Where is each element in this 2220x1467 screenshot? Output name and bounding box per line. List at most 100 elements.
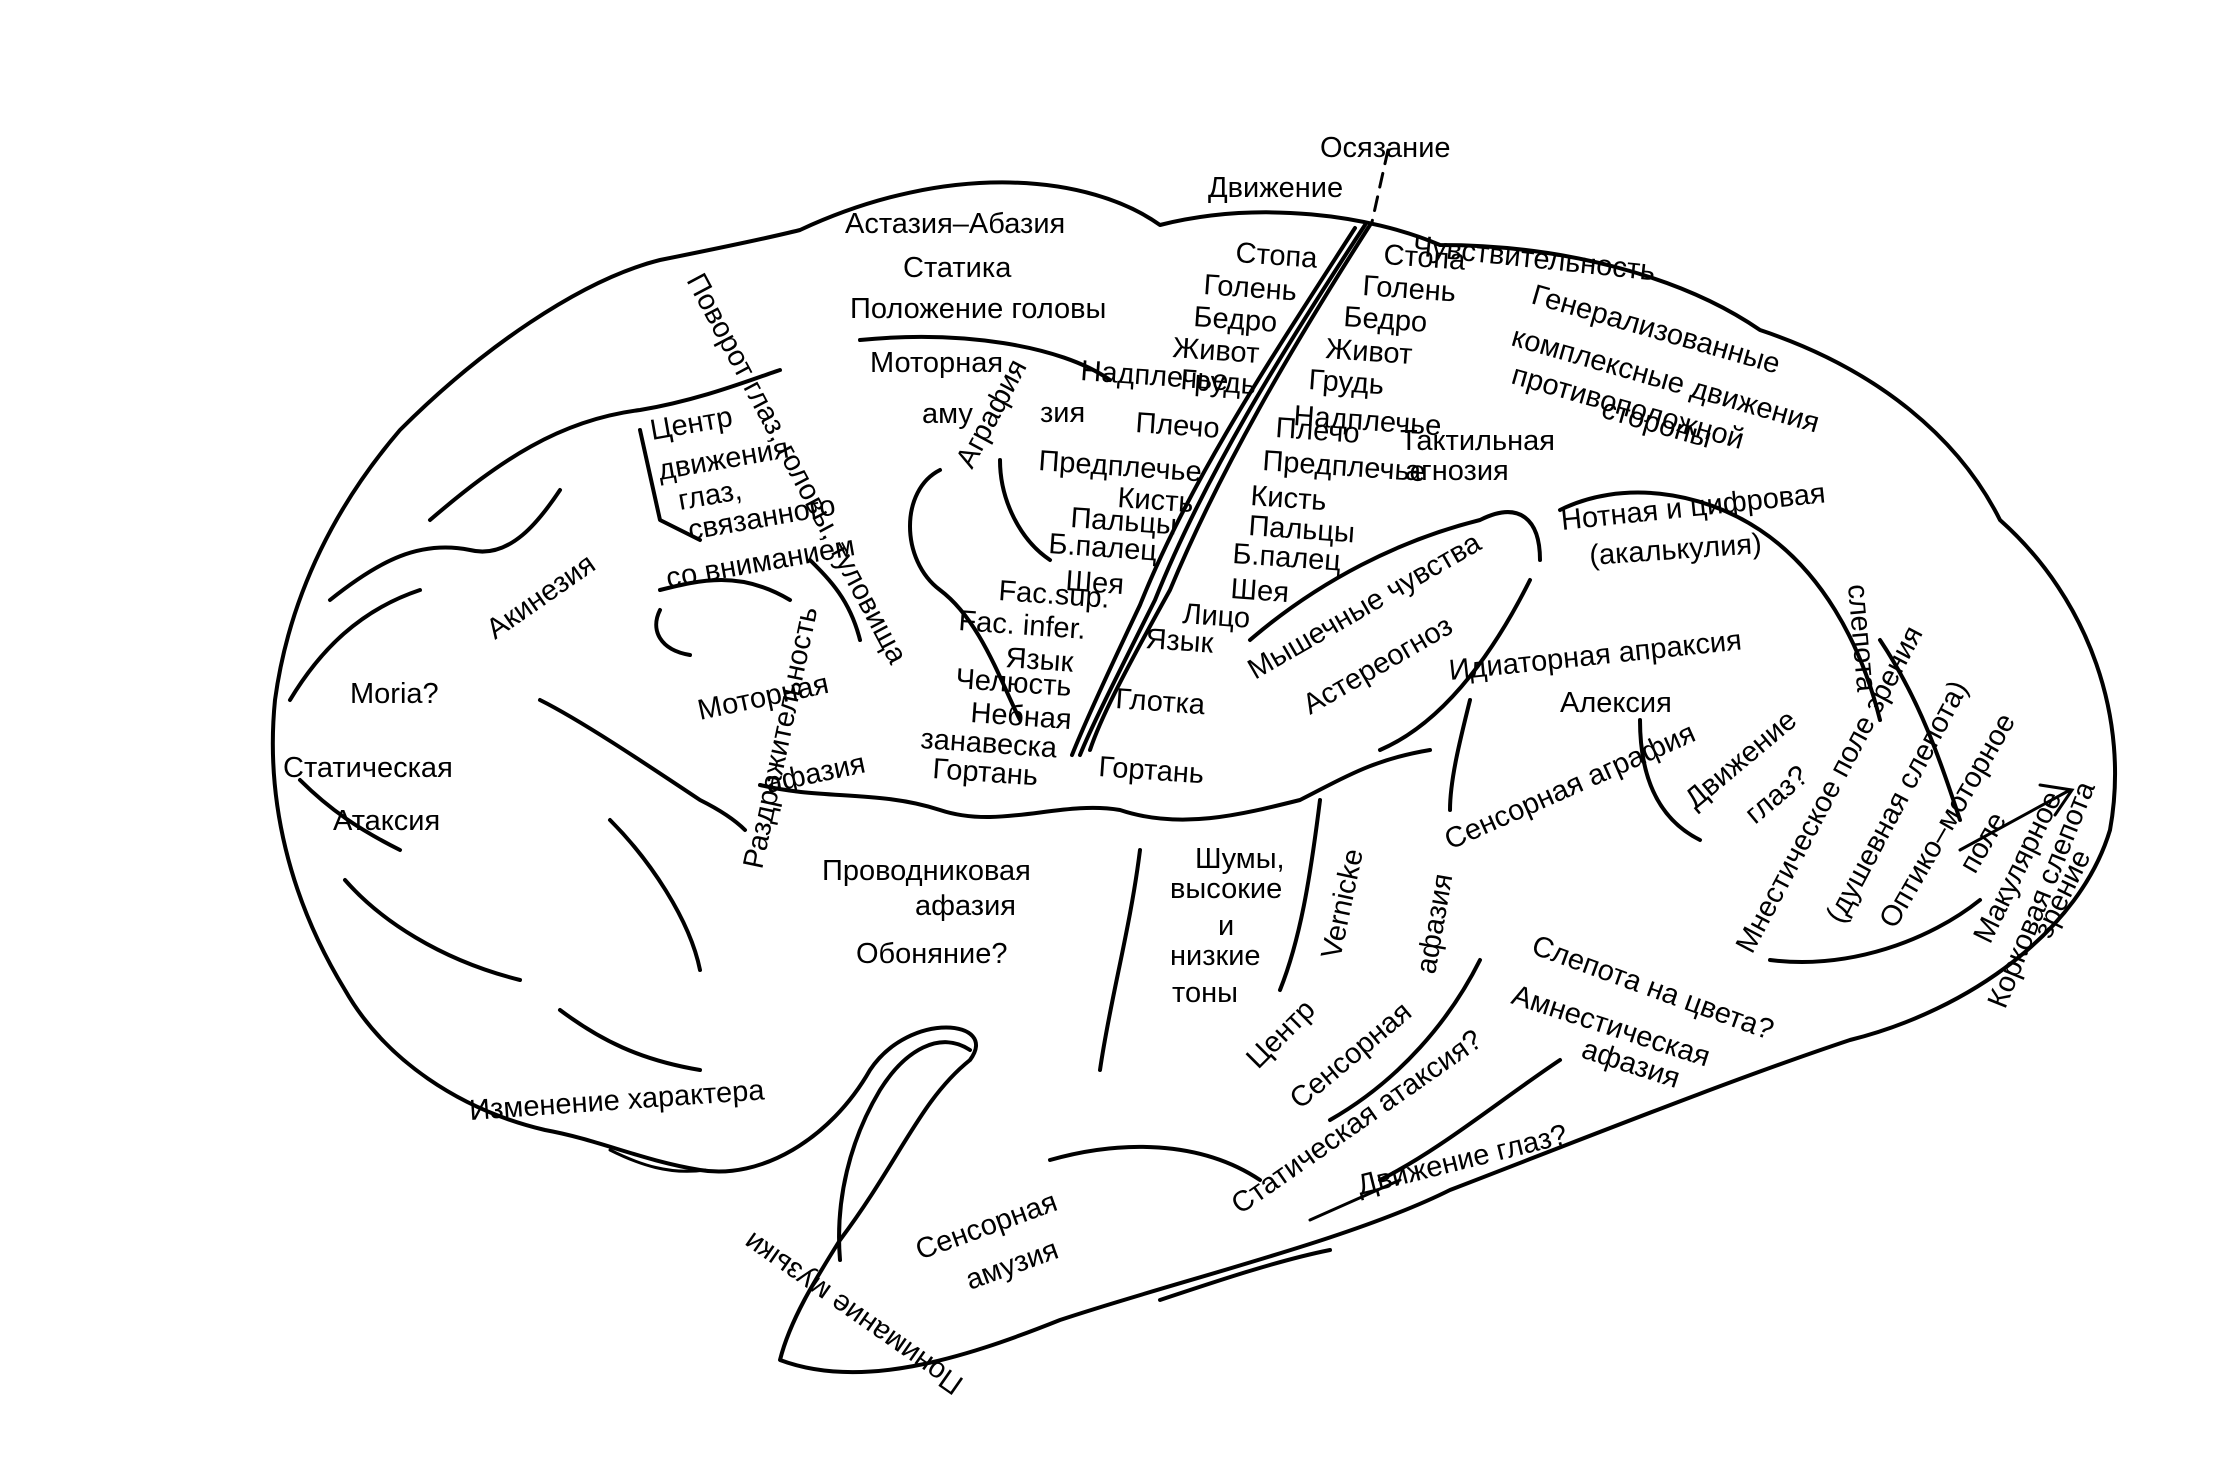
label-akinesia: Акинезия — [481, 548, 602, 646]
frontal-sulcus-7 — [538, 698, 747, 832]
label-ataxia: Атаксия — [333, 805, 440, 837]
label-noise-4: низкие — [1170, 940, 1261, 972]
label-noise-3: и — [1218, 910, 1234, 942]
parietal-sulcus-3 — [1378, 578, 1532, 752]
frontal-sulcus-15 — [998, 458, 1052, 562]
occipital-sulcus-2 — [1768, 898, 1982, 964]
label-tactile-1: Тактильная — [1400, 425, 1555, 457]
label-noise-1: Шумы, — [1195, 843, 1285, 875]
frontal-sulcus-14 — [808, 558, 862, 642]
motor-strip-label-4: Грудь — [1180, 364, 1258, 401]
central-sulcus-3 — [1070, 226, 1357, 757]
label-sensory-agraphia: Сенсорная аграфия — [1440, 717, 1700, 856]
motor-strip-label-10: Б.палец — [1048, 528, 1159, 567]
label-conduction-1: Проводниковая — [822, 855, 1031, 887]
motor-strip-label-14: Язык — [1005, 642, 1075, 679]
label-motor-aphasia-1: Моторная — [695, 668, 832, 727]
label-static: Статическая — [283, 752, 453, 784]
frontal-sulcus-13 — [654, 608, 692, 657]
label-aphasia: афазия — [1410, 871, 1459, 976]
label-astasia: Астазия–Абазия — [845, 208, 1065, 240]
sensory-strip-label-9: Пальцы — [1248, 510, 1356, 549]
label-touch: Осязание — [1320, 132, 1451, 164]
frontal-sulcus-10 — [343, 878, 522, 982]
parietal-sulcus-4 — [1448, 698, 1472, 812]
sensory-strip-label-0: Стопа — [1383, 239, 1468, 277]
frontal-sulcus-3 — [638, 428, 702, 542]
dashed-line — [1370, 148, 1390, 224]
central-sulcus-2 — [1078, 223, 1367, 757]
temporal-sulcus-4 — [1048, 1144, 1262, 1182]
sylvian-fissure — [758, 748, 1432, 822]
parietal-sulcus-5 — [1638, 718, 1702, 842]
frontal-sulcus-9 — [298, 778, 402, 852]
temporal-sulcus-2 — [1278, 798, 1322, 992]
sensory-strip-label-8: Кисть — [1250, 480, 1328, 517]
label-noise-2: высокие — [1170, 873, 1282, 905]
temporal-sulcus-6 — [1158, 1248, 1332, 1302]
motor-strip-label-16: Небная — [970, 697, 1073, 736]
label-ideatory: Идиаторная апраксия — [1447, 624, 1743, 687]
sensory-strip-label-14: Глотка — [1115, 683, 1207, 721]
label-conduction-2: афазия — [915, 890, 1016, 922]
motor-strip-label-9: Пальцы — [1070, 502, 1178, 541]
frontal-sulcus-5 — [288, 588, 422, 702]
label-irritability: Раздражительность — [738, 604, 825, 872]
frontal-sulcus-4 — [328, 488, 562, 602]
arrow-line — [1958, 783, 2075, 852]
sensory-strip-label-2: Бедро — [1343, 301, 1429, 339]
temporal-sulcus-5 — [1378, 1058, 1562, 1182]
sensory-strip-label-1: Голень — [1362, 270, 1457, 308]
motor-strip-label-3: Живот — [1172, 332, 1261, 370]
motor-strip-label-18: Гортань — [932, 753, 1040, 792]
label-alexia: Алексия — [1560, 687, 1672, 719]
sensory-strip: СтопаГоленьБедроЖивотГрудьНадплечьеПлечо… — [1098, 239, 1468, 790]
label-head-position: Положение головы — [850, 293, 1106, 325]
temporal-sulcus-3 — [1328, 958, 1482, 1122]
sensory-strip-label-15: Гортань — [1098, 751, 1206, 790]
sensory-strip-label-4: Грудь — [1308, 364, 1386, 401]
label-noise-5: тоны — [1172, 977, 1238, 1009]
label-smell: Обоняние? — [856, 938, 1008, 970]
motor-strip: СтопаГоленьБедроЖивотГрудьНадплечьеПлечо… — [920, 237, 1320, 792]
motor-strip-label-8: Кисть — [1117, 482, 1195, 519]
label-motor-amusia-3: зия — [1040, 397, 1085, 429]
label-motor-amusia: Моторная — [870, 347, 1003, 379]
arrow-line-2 — [1308, 1178, 1402, 1222]
brain-outline — [270, 180, 2118, 1375]
label-note-1: Нотная и цифровая — [1559, 477, 1827, 537]
motor-strip-label-0: Стопа — [1235, 237, 1320, 275]
sensory-strip-label-10: Б.палец — [1232, 538, 1343, 577]
parietal-sulcus-1 — [1248, 510, 1542, 642]
label-tactile-2: агнозия — [1405, 455, 1509, 487]
frontal-sulcus-1 — [858, 335, 1112, 382]
frontal-sulcus-11 — [558, 1008, 702, 1072]
label-center: Центр — [1240, 994, 1321, 1075]
frontal-sulcus-2 — [428, 368, 782, 522]
label-moria: Moria? — [350, 678, 439, 710]
central-sulcus-1 — [1088, 223, 1372, 752]
frontal-sulcus-8 — [608, 818, 702, 972]
sensory-strip-label-13: Язык — [1145, 623, 1215, 660]
temporal-crease — [837, 1040, 972, 1262]
frontal-sulcus-12 — [908, 468, 1022, 722]
label-wernicke: Vernicke — [1316, 846, 1370, 961]
label-movement: Движение — [1208, 172, 1343, 204]
frontal-sulcus-6 — [658, 578, 792, 602]
motor-strip-label-12: Fac.sup. — [998, 575, 1111, 615]
motor-strip-label-6: Плечо — [1135, 407, 1221, 445]
motor-strip-label-11: Шея — [1065, 565, 1126, 601]
label-note-2: (акалькулия) — [1588, 528, 1762, 572]
label-character-change: Изменение характера — [468, 1074, 766, 1127]
sensory-strip-label-6: Плечо — [1275, 412, 1361, 450]
temporal-sulcus-1 — [1098, 848, 1142, 1072]
sensory-strip-label-12: Лицо — [1182, 598, 1252, 635]
sensory-strip-label-11: Шея — [1230, 573, 1291, 609]
parietal-sulcus-2 — [1558, 490, 1882, 722]
temporal-pole-line — [608, 1148, 707, 1173]
motor-strip-label-2: Бедро — [1193, 301, 1279, 339]
sensory-strip-label-3: Живот — [1325, 333, 1414, 371]
label-statics: Статика — [903, 252, 1012, 284]
